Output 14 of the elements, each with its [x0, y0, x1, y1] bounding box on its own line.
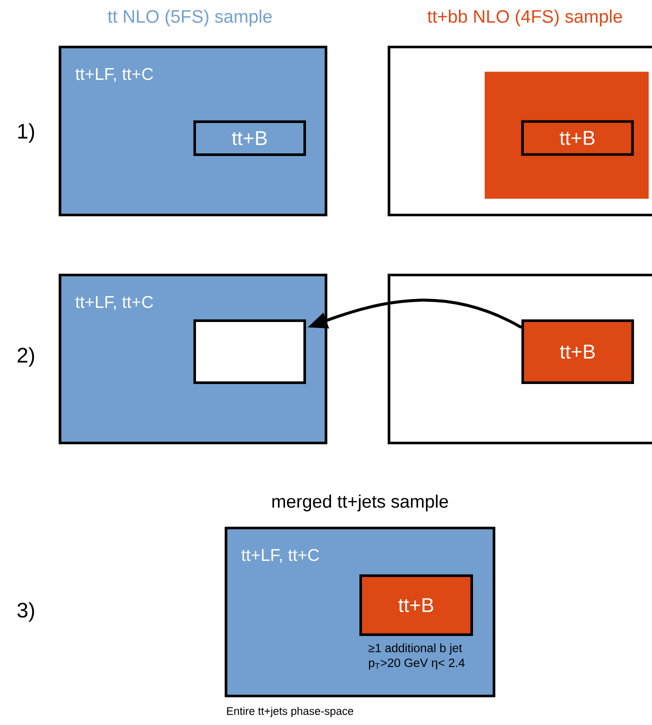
empty-slot-box [193, 319, 306, 384]
cut-note: ≥1 additional b jet [368, 643, 462, 655]
node-label: merged tt+jets sample [272, 494, 448, 512]
subset-box: tt+B [193, 120, 306, 156]
node-label: Entire tt+jets phase-space [227, 706, 354, 718]
column-heading: tt+bb NLO (4FS) sample [427, 10, 622, 26]
row-number: 1) [18, 123, 34, 143]
cut-note: p$_{T}$>20 GeV η< 2.4 [368, 658, 465, 670]
subset-box: tt+B [521, 319, 634, 384]
subset-box: tt+B [359, 574, 473, 636]
row-number: 3) [17, 602, 34, 622]
column-heading: tt NLO (5FS) sample [108, 10, 272, 26]
subset-box: tt+B [521, 120, 634, 156]
row-number: 2) [18, 347, 34, 367]
